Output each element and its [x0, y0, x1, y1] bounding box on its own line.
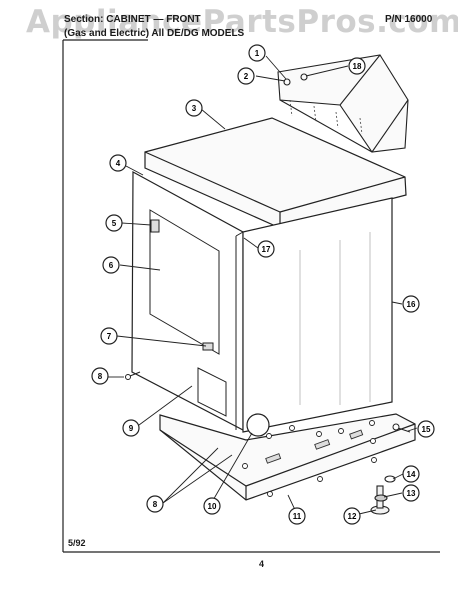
callout-18-label: 18 [353, 62, 362, 71]
callout-8-left-label: 8 [98, 372, 103, 381]
revision-date: 5/92 [68, 538, 86, 548]
cabinet-top [144, 117, 407, 229]
console-screws [289, 99, 363, 135]
base-screws [242, 420, 377, 497]
callout-11-label: 11 [293, 512, 302, 521]
callout-10: 10 [203, 497, 221, 515]
callout-14: 14 [402, 465, 420, 483]
callout-2: 2 [237, 67, 255, 85]
callout-7: 7 [100, 327, 118, 345]
vent-opening [246, 413, 270, 437]
callout-14-label: 14 [407, 470, 416, 479]
leveling-leg [370, 475, 396, 515]
callout-13-label: 13 [407, 489, 416, 498]
callout-8-bottom: 8 [146, 495, 164, 513]
callout-15-label: 15 [422, 425, 431, 434]
callout-1: 1 [248, 44, 266, 62]
callout-4-label: 4 [116, 159, 121, 168]
callout-12: 12 [343, 507, 361, 525]
callout-17: 17 [257, 240, 275, 258]
callout-6: 6 [102, 256, 120, 274]
callout-6-label: 6 [109, 261, 114, 270]
page-number: 4 [259, 559, 265, 569]
cabinet-side-panel [242, 197, 393, 433]
base-slots [265, 429, 364, 464]
callout-2-label: 2 [244, 72, 249, 81]
door-opening [149, 209, 220, 355]
callout-5-label: 5 [112, 219, 117, 228]
callout-3: 3 [185, 99, 203, 117]
control-panel-console [277, 54, 409, 153]
callout-12-label: 12 [348, 512, 357, 521]
callout-8-bottom-label: 8 [153, 500, 158, 509]
callout-5: 5 [105, 214, 123, 232]
callout-4: 4 [109, 154, 127, 172]
callout-16: 16 [402, 295, 420, 313]
callout-11: 11 [288, 507, 306, 525]
callout-9-label: 9 [129, 424, 134, 433]
section-title: Section: CABINET — FRONT [64, 14, 201, 25]
leader-lines [108, 55, 418, 515]
callout-7-label: 7 [107, 332, 112, 341]
callout-18: 18 [348, 57, 366, 75]
callout-15: 15 [417, 420, 435, 438]
callout-8-left: 8 [91, 367, 109, 385]
callout-17-label: 17 [262, 245, 271, 254]
callout-16-label: 16 [407, 300, 416, 309]
callout-9: 9 [122, 419, 140, 437]
rear-flange [235, 231, 244, 430]
callout-13: 13 [402, 484, 420, 502]
loose-screws [125, 371, 411, 433]
callout-3-label: 3 [192, 104, 197, 113]
page-border [62, 39, 440, 553]
callout-10-label: 10 [208, 502, 217, 511]
part-number: P/N 16000 [385, 14, 433, 25]
callout-1-label: 1 [255, 49, 260, 58]
access-panel [197, 367, 227, 417]
site-watermark: AppliancePartsPros.com [26, 4, 458, 40]
section-subtitle: (Gas and Electric) All DE/DG MODELS [64, 28, 245, 39]
